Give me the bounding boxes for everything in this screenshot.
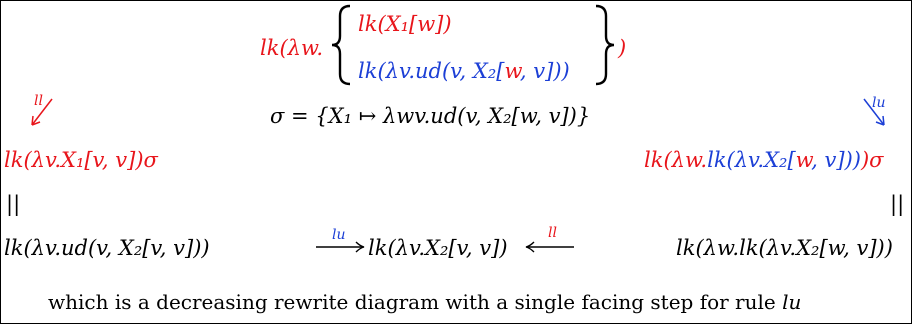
right-instance-close: )σ — [860, 148, 884, 172]
caption-rule: lu — [782, 290, 802, 314]
top-branch-lower-w: w — [504, 59, 520, 83]
bottom-mid-arrow-label: lu — [332, 227, 346, 243]
left-brace-icon — [331, 4, 351, 86]
bottom-mid-arrow-label-2: ll — [548, 225, 557, 241]
bottom-right-term: lk(λw.lk(λv.X₂[w, v])) — [676, 236, 893, 260]
equal-right: || — [890, 192, 905, 216]
right-instance-inner-w: w — [795, 148, 812, 172]
left-instance: lk(λv.X₁[v, v])σ — [4, 148, 158, 172]
bottom-left-term: lk(λv.ud(v, X₂[v, v])) — [4, 236, 210, 260]
right-instance-open: lk(λw. — [644, 148, 708, 172]
right-instance-inner-post: , v])) — [811, 148, 861, 172]
top-term-close: ) — [618, 36, 627, 60]
right-instance: lk(λw.lk(λv.X₂[w, v])))σ — [644, 150, 883, 171]
bottom-left-arrow-icon — [525, 241, 574, 253]
bottom-right-arrow-icon — [316, 241, 365, 253]
right-instance-inner-pre: lk(λv.X₂[ — [707, 148, 796, 172]
bottom-center-term: lk(λv.X₂[v, v]) — [368, 236, 508, 260]
top-branch-lower-post: , v])) — [519, 59, 570, 83]
caption: which is a decreasing rewrite diagram wi… — [48, 292, 801, 312]
right-arrow-label: lu — [872, 95, 886, 111]
right-instance-inner: lk(λv.X₂[w, v])) — [707, 148, 861, 172]
sigma-substitution: σ = {X₁ ↦ λwv.ud(v, X₂[w, v])} — [270, 104, 591, 128]
equal-left: || — [6, 192, 21, 216]
top-branch-upper: lk(X₁[w]) — [358, 12, 452, 36]
top-term-prefix: lk(λw. — [260, 36, 324, 60]
right-diagonal-arrow-icon — [863, 98, 885, 126]
left-diagonal-arrow-icon — [31, 98, 53, 126]
right-brace-icon — [595, 4, 615, 86]
caption-text: which is a decreasing rewrite diagram wi… — [48, 290, 783, 314]
top-branch-lower: lk(λv.ud(v, X₂[w, v])) — [358, 61, 570, 82]
top-branch-lower-pre: lk(λv.ud(v, X₂[ — [358, 59, 505, 83]
left-arrow-label: ll — [34, 93, 43, 109]
